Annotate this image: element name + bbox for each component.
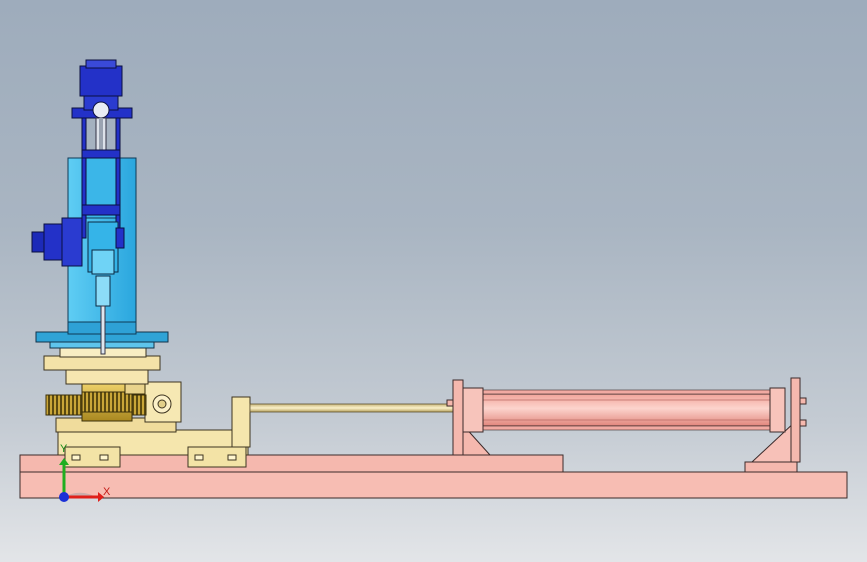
- base-plate: [19, 418, 848, 499]
- slide-carriage: [55, 381, 251, 468]
- pneumatic-cylinder: [446, 377, 807, 463]
- arm-assembly: [31, 59, 133, 355]
- x-axis-label: X: [103, 486, 111, 498]
- piston-rod: [249, 403, 456, 413]
- y-axis-label: Y: [60, 443, 68, 455]
- coordinate-triad: [59, 458, 104, 502]
- gear-assembly: [45, 382, 147, 422]
